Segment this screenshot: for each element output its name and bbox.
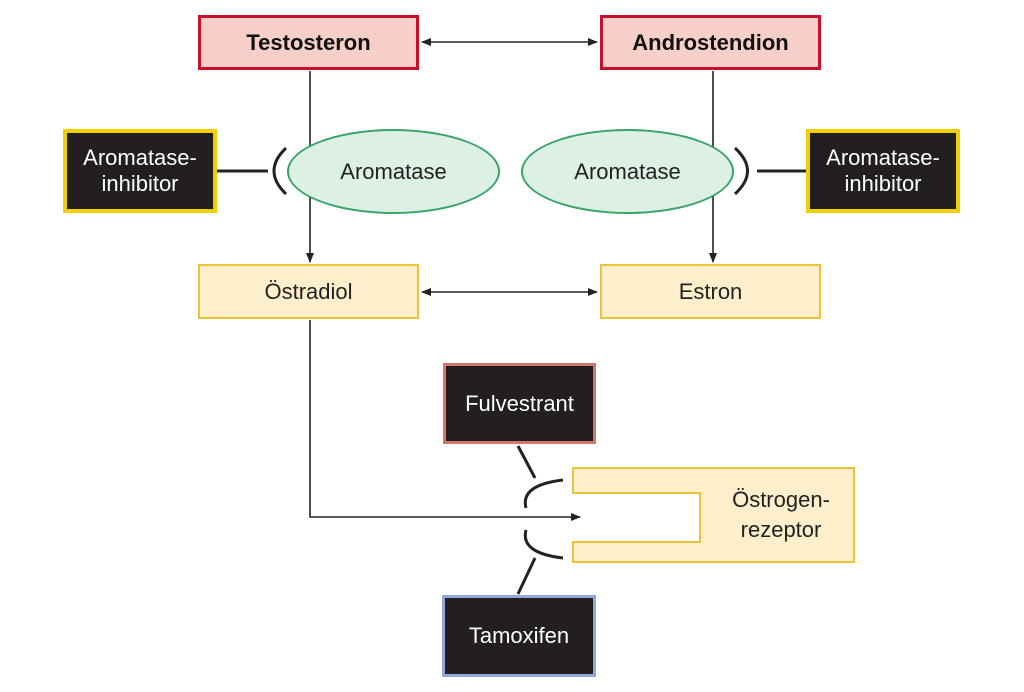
aromatase-inhibitor-left-label: Aromatase- inhibitor [83, 145, 197, 196]
tamoxifen-box: Tamoxifen [442, 595, 596, 677]
estron-box: Estron [600, 264, 821, 319]
inhibitor-right-bracket [733, 146, 749, 196]
oestradiol-label: Östradiol [264, 278, 353, 304]
aromatase-inhibitor-left-box: Aromatase- inhibitor [63, 129, 217, 213]
fulvestrant-label: Fulvestrant [465, 390, 574, 416]
oestrogenrezeptor-label: Östrogen- rezeptor [732, 487, 830, 542]
oestradiol-box: Östradiol [198, 264, 419, 319]
aromatase-right-label: Aromatase [574, 158, 681, 184]
aromatase-left-label: Aromatase [340, 158, 447, 184]
aromatase-left-ellipse: Aromatase [287, 129, 500, 214]
inhibitor-left-bracket [272, 146, 288, 196]
testosteron-label: Testosteron [246, 29, 371, 55]
fulvestrant-box: Fulvestrant [443, 363, 596, 444]
fulvestrant-connector [516, 445, 537, 479]
arrow-oestradiol-rezeptor [309, 320, 581, 521]
tamoxifen-connector [516, 557, 537, 595]
aromatase-inhibitor-right-box: Aromatase- inhibitor [806, 129, 960, 213]
aromatase-inhibitor-right-label: Aromatase- inhibitor [826, 145, 940, 196]
fulvestrant-bracket [523, 478, 564, 509]
androstendion-label: Androstendion [632, 29, 789, 55]
oestrogenrezeptor-shape [572, 467, 855, 563]
testosteron-box: Testosteron [198, 15, 419, 70]
tamoxifen-label: Tamoxifen [468, 623, 570, 648]
estron-label: Estron [678, 278, 743, 304]
aromatase-right-ellipse: Aromatase [521, 129, 734, 214]
androstendion-box: Androstendion [600, 15, 821, 70]
tamoxifen-bracket [523, 529, 564, 560]
